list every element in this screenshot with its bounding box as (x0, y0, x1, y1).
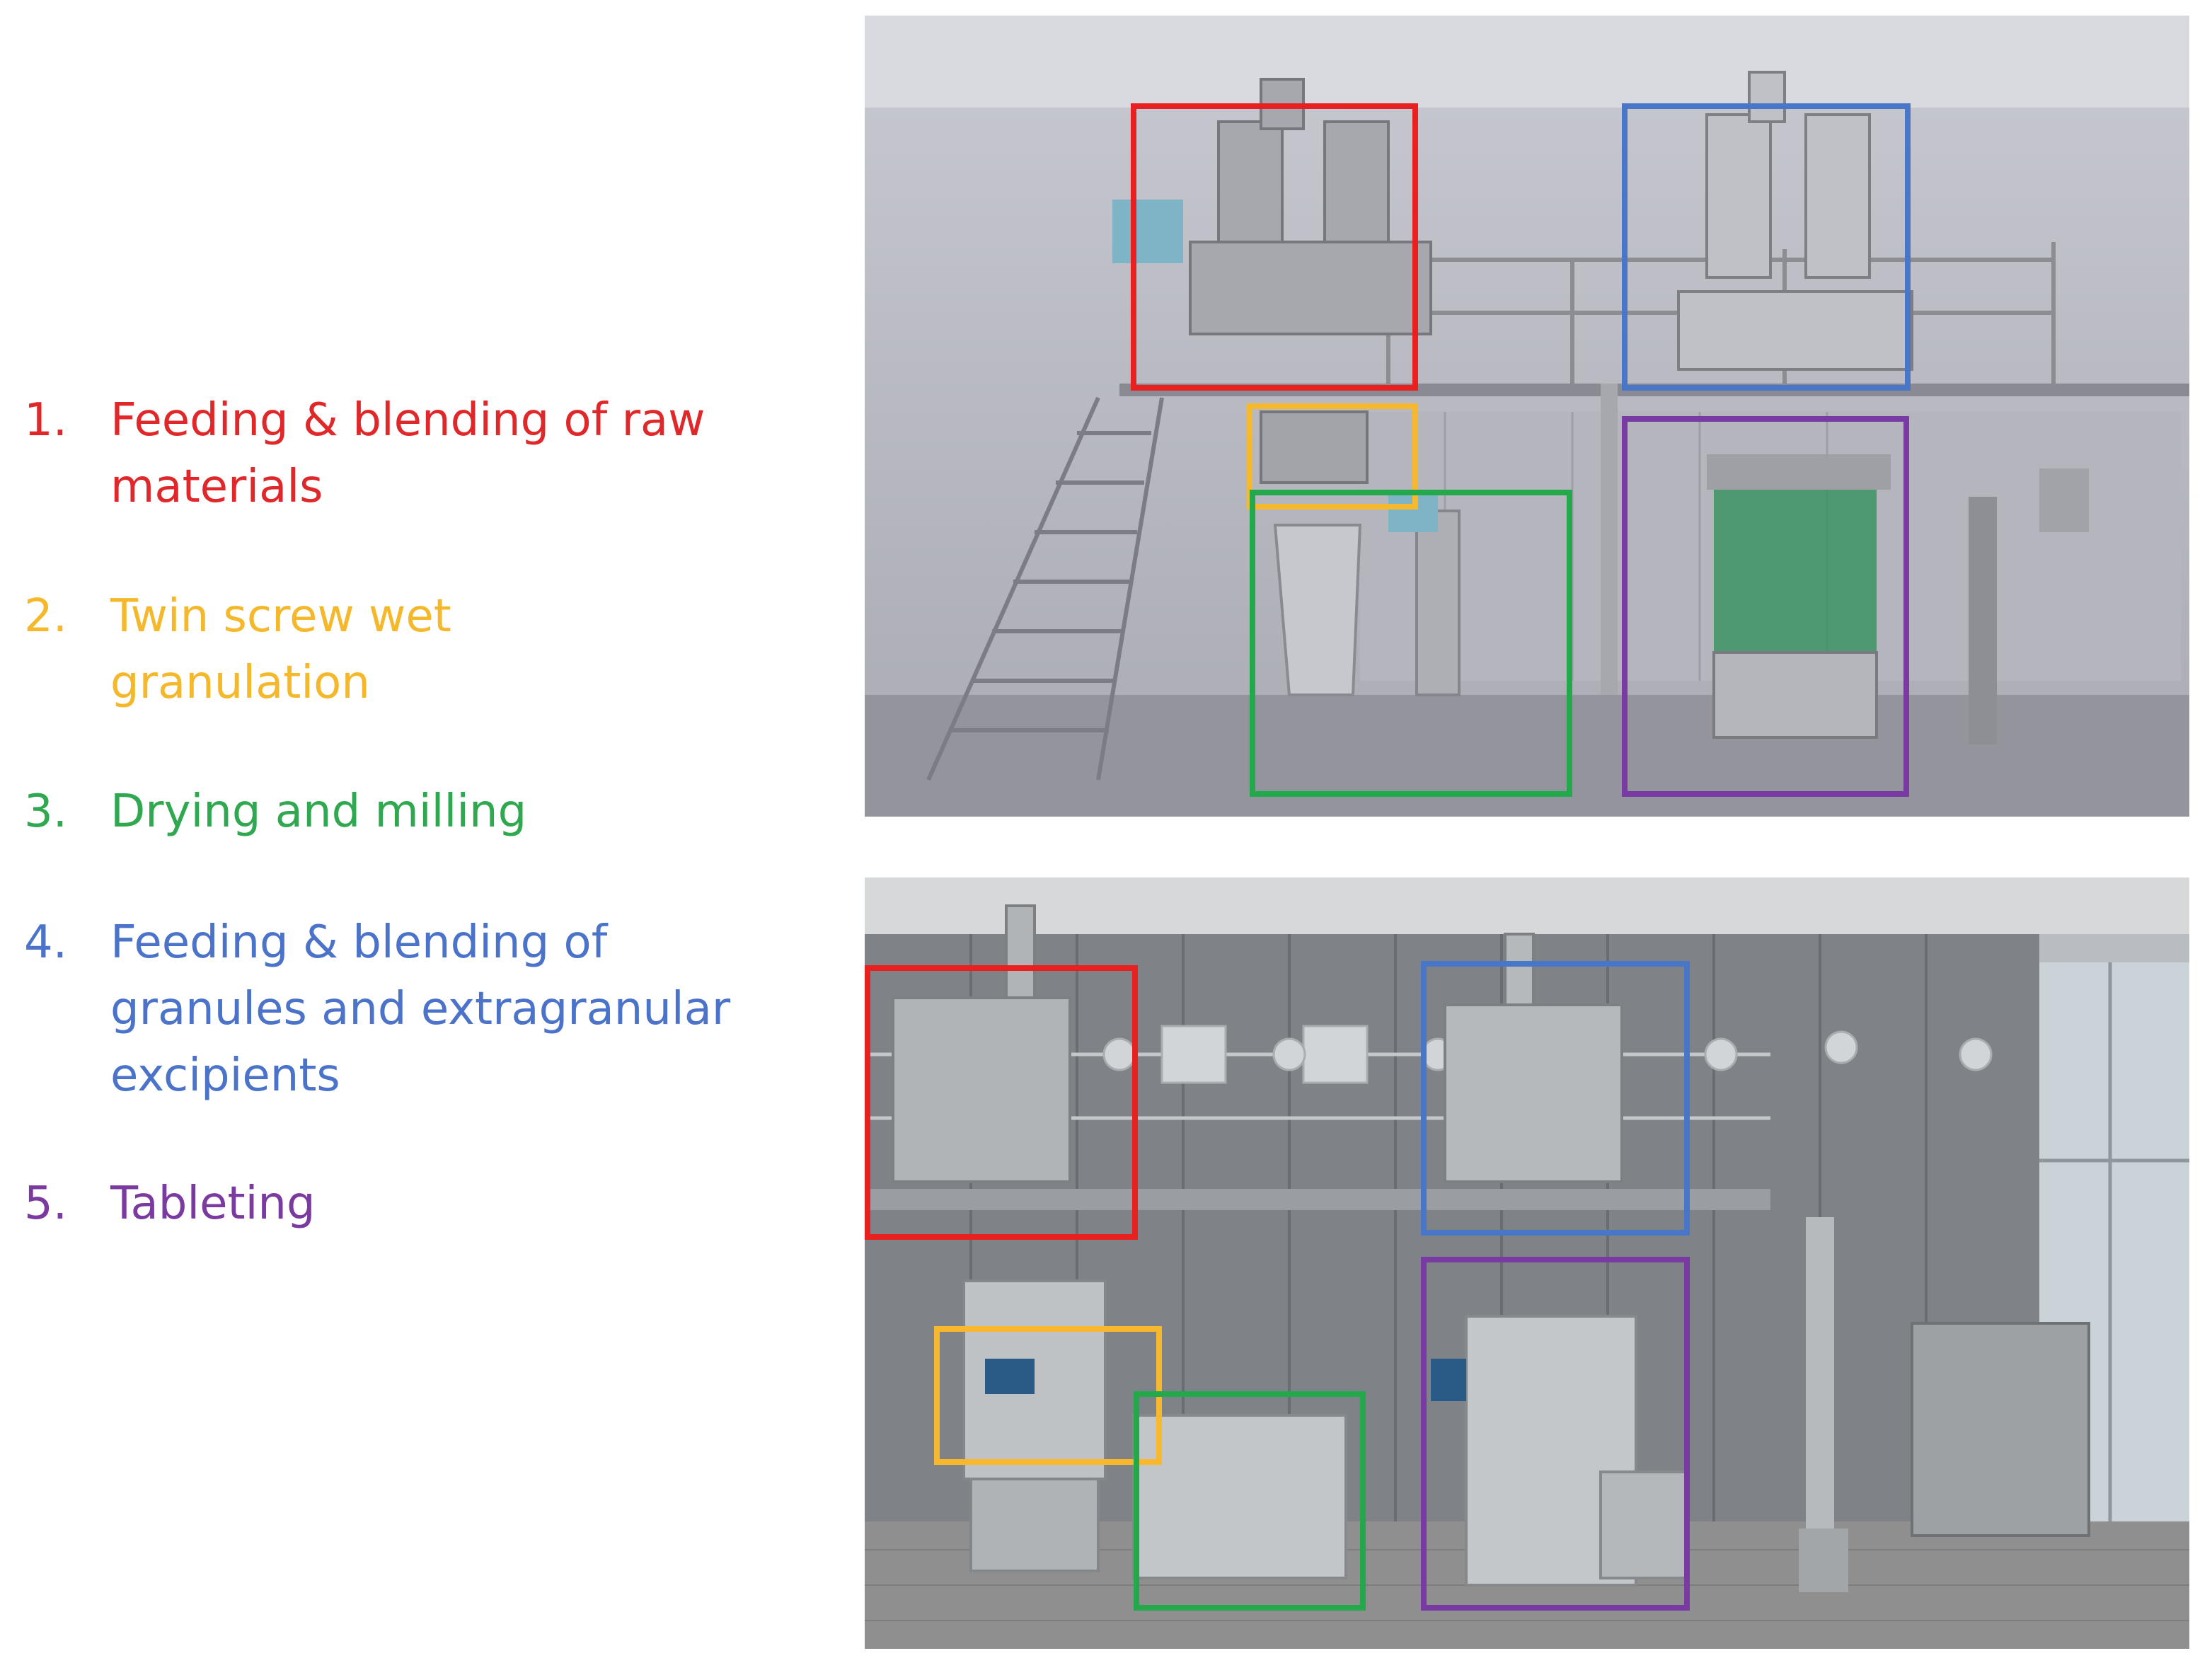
legend-label: Feeding & blending of raw materials (110, 394, 705, 513)
legend-label: Twin screw wet granulation (110, 590, 451, 709)
legend-label: Drying and milling (110, 785, 527, 838)
legend-number: 4. (24, 916, 68, 969)
legend-label: Feeding & blending of granules and extra… (110, 916, 731, 1102)
region-box-feeding-granules (1622, 103, 1911, 391)
legend-label: Tableting (110, 1178, 316, 1230)
equipment-illustration-bottom (865, 877, 2189, 1649)
region-box-twin-screw-granulation (934, 1326, 1162, 1465)
region-box-drying-milling (1250, 490, 1572, 797)
region-box-tableting (1622, 416, 1909, 797)
manufacturing-line-photo-top (865, 16, 2189, 817)
legend-number: 2. (24, 590, 68, 643)
region-box-tableting (1421, 1257, 1690, 1611)
legend-number: 1. (24, 394, 68, 447)
region-box-feeding-granules (1421, 961, 1690, 1236)
process-step-legend: 1. Feeding & blending of raw materials 2… (0, 0, 849, 1675)
region-box-feeding-raw-materials (1131, 103, 1418, 391)
manufacturing-line-photo-bottom (865, 877, 2189, 1649)
region-box-drying-milling (1134, 1391, 1366, 1611)
region-box-twin-screw-granulation (1247, 403, 1418, 510)
region-box-feeding-raw-materials (865, 965, 1138, 1240)
legend-number: 5. (24, 1178, 68, 1230)
legend-number: 3. (24, 785, 68, 838)
